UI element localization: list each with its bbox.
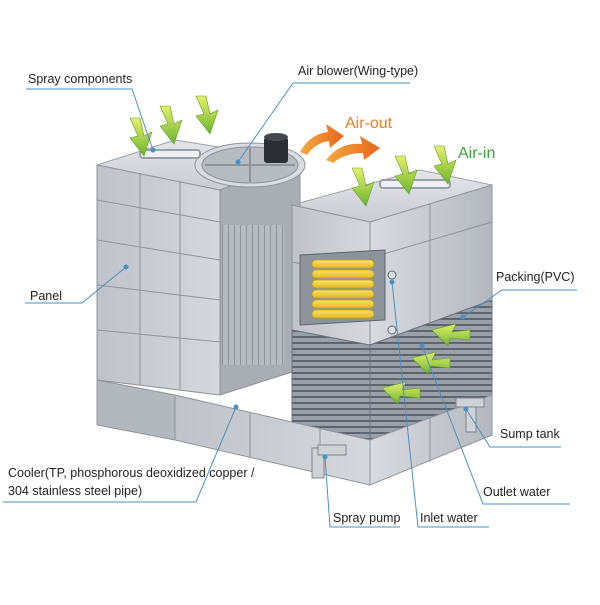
label-panel: Panel <box>30 289 62 303</box>
air-blower <box>194 133 306 188</box>
label-cooler-line1: Cooler(TP, phosphorous deoxidized copper… <box>8 466 255 480</box>
spray-pipes <box>139 149 451 189</box>
label-spray-pump: Spray pump <box>333 511 401 525</box>
air-in-arrow-icon <box>129 95 471 405</box>
label-air-blower: Air blower(Wing-type) <box>298 64 419 78</box>
cooler-coil <box>299 249 397 335</box>
pipe-connector-icon <box>387 270 397 280</box>
label-air-in: Air-in <box>458 145 496 162</box>
label-inlet-water: Inlet water <box>420 511 478 525</box>
leader-dots <box>123 147 469 460</box>
label-sump-tank: Sump tank <box>500 427 560 441</box>
pipe-connector-icon <box>387 325 397 335</box>
tower-casing <box>95 139 493 486</box>
label-packing: Packing(PVC) <box>496 270 575 284</box>
air-out-arrow-icon <box>300 124 380 163</box>
fan-motor-icon <box>264 137 288 163</box>
label-outlet-water: Outlet water <box>483 485 551 499</box>
label-air-out: Air-out <box>345 115 393 132</box>
label-spray-components: Spray components <box>28 72 133 86</box>
water-pipe-icon <box>311 397 485 479</box>
label-cooler-line2: 304 stainless steel pipe) <box>8 484 143 498</box>
leader-lines <box>3 82 577 528</box>
